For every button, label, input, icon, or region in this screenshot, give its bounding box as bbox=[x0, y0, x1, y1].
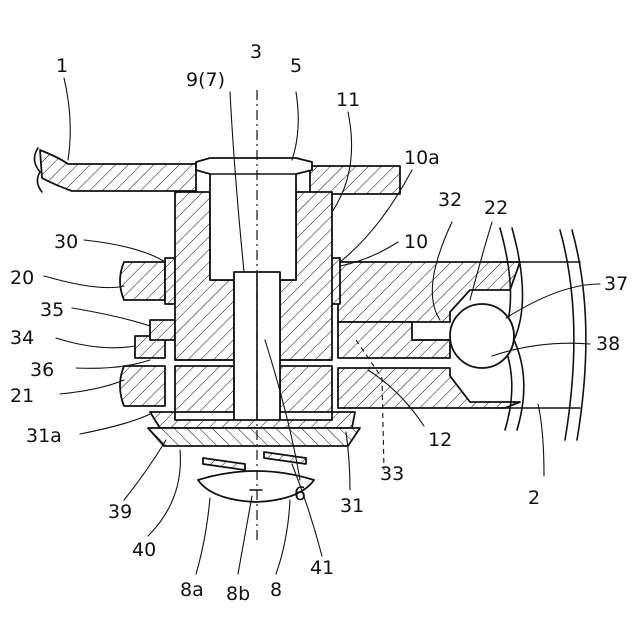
label-35: 35 bbox=[40, 299, 64, 321]
label-39: 39 bbox=[108, 501, 132, 523]
label-5: 5 bbox=[290, 55, 302, 77]
label-37: 37 bbox=[604, 273, 628, 295]
label-30: 30 bbox=[54, 231, 78, 253]
label-31a: 31a bbox=[26, 425, 62, 447]
label-34: 34 bbox=[10, 327, 34, 349]
label-10: 10 bbox=[404, 231, 428, 253]
label-20: 20 bbox=[10, 267, 34, 289]
label-8: 8 bbox=[270, 579, 282, 601]
label-8a: 8a bbox=[180, 579, 204, 601]
label-2: 2 bbox=[528, 487, 540, 509]
label-31: 31 bbox=[340, 495, 364, 517]
label-3: 3 bbox=[250, 41, 262, 63]
grommet-5 bbox=[196, 158, 312, 280]
label-38: 38 bbox=[596, 333, 620, 355]
label-21: 21 bbox=[10, 385, 34, 407]
label-11: 11 bbox=[336, 89, 360, 111]
ball-37 bbox=[450, 304, 514, 368]
label-33: 33 bbox=[380, 463, 404, 485]
label-9-7: 9(7) bbox=[186, 69, 225, 91]
washer-30 bbox=[165, 258, 175, 304]
label-41: 41 bbox=[310, 557, 334, 579]
label-12: 12 bbox=[428, 429, 452, 451]
label-40: 40 bbox=[132, 539, 156, 561]
label-1: 1 bbox=[56, 55, 68, 77]
label-10a: 10a bbox=[404, 147, 440, 169]
label-8b: 8b bbox=[226, 583, 250, 605]
washers-40-41 bbox=[203, 452, 306, 470]
label-32: 32 bbox=[438, 189, 462, 211]
label-36: 36 bbox=[30, 359, 54, 381]
label-22: 22 bbox=[484, 197, 508, 219]
label-6: 6 bbox=[294, 483, 306, 505]
